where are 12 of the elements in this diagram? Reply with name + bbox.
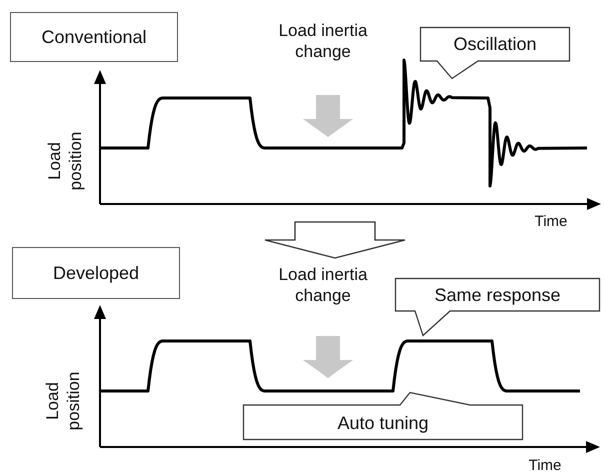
speech-bubble: Oscillation [420, 27, 570, 79]
axis-label: Time [534, 212, 568, 232]
annotation-text: Load inertia change [278, 20, 368, 62]
axis-label: Time [528, 456, 562, 473]
speech-bubble: Same response [395, 278, 600, 336]
title-box: Conventional [10, 12, 178, 62]
annotation-text: Load inertia change [278, 264, 368, 306]
title-box: Developed [12, 247, 180, 299]
axis-label: Load position [42, 370, 84, 432]
axis-label: Load position [44, 130, 86, 192]
speech-bubble: Auto tuning [243, 392, 523, 440]
hollow-arrow [264, 221, 406, 259]
